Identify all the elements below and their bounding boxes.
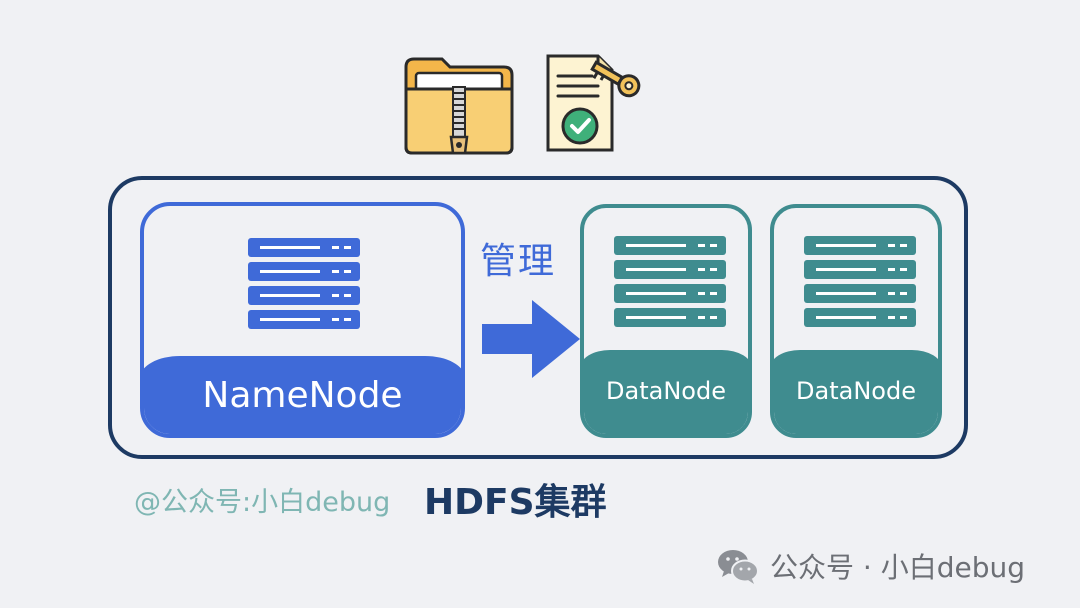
datanode-label: DataNode bbox=[796, 377, 916, 405]
namenode-label: NameNode bbox=[202, 375, 403, 416]
server-rack-icon bbox=[248, 238, 360, 329]
namenode-card: NameNode bbox=[140, 202, 465, 438]
datanode-card: DataNode bbox=[580, 204, 752, 438]
datanode-card: DataNode bbox=[770, 204, 942, 438]
author-handle: @公众号:小白debug bbox=[134, 487, 391, 518]
hdfs-cluster-frame bbox=[108, 176, 968, 459]
server-rack-icon bbox=[804, 236, 916, 327]
wechat-icon bbox=[718, 550, 759, 584]
cluster-title: HDFS集群 bbox=[424, 482, 607, 523]
zip-folder-icon bbox=[404, 57, 514, 155]
manage-label: 管理 bbox=[480, 241, 557, 282]
namenode-label-band bbox=[144, 356, 461, 434]
arrow-right-icon bbox=[482, 300, 580, 378]
certificate-key-icon bbox=[546, 54, 641, 152]
datanode-label-band bbox=[774, 350, 938, 434]
datanode-label-band bbox=[584, 350, 748, 434]
datanode-label: DataNode bbox=[606, 377, 726, 405]
server-rack-icon bbox=[614, 236, 726, 327]
watermark-text: 公众号 · 小白debug bbox=[770, 551, 1025, 584]
watermark: 公众号 · 小白debug bbox=[716, 544, 1025, 588]
